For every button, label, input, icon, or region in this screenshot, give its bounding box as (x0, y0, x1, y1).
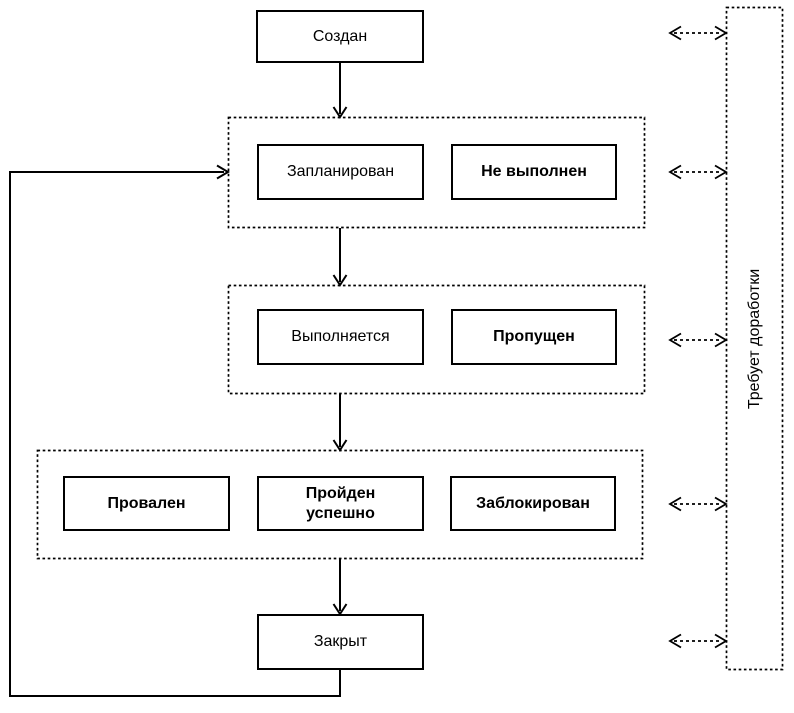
loop-closed-to-planned-group (9, 164, 341, 697)
state-box-in-progress: Выполняется (257, 309, 424, 365)
state-box-skipped: Пропущен (451, 309, 617, 365)
arrow-result-to-closed (332, 559, 348, 616)
state-label-passed: Пройден успешно (305, 484, 376, 522)
state-label-skipped: Пропущен (493, 328, 575, 345)
rework-panel-label: Требует доработки (746, 268, 763, 410)
state-label-in-progress: Выполняется (291, 328, 390, 345)
state-label-planned: Запланирован (286, 163, 395, 180)
state-label-closed: Закрыт (313, 633, 368, 650)
state-box-blocked: Заблокирован (450, 476, 616, 531)
rework-link-closed (668, 633, 728, 649)
state-label-blocked: Заблокирован (476, 494, 590, 512)
arrow-planned-to-executing-group (332, 228, 348, 287)
arrow-executing-to-result-group (332, 394, 348, 452)
rework-link-created (668, 25, 728, 41)
state-label-not-executed: Не выполнен (481, 163, 587, 180)
state-box-failed: Провален (63, 476, 230, 531)
rework-panel-outline (725, 6, 784, 671)
state-label-created: Создан (312, 27, 368, 45)
state-box-not-executed: Не выполнен (451, 144, 617, 200)
rework-link-result-group (668, 496, 728, 512)
state-box-closed: Закрыт (257, 614, 424, 670)
rework-link-executing-group (668, 332, 728, 348)
state-box-planned: Запланирован (257, 144, 424, 200)
rework-link-planned-group (668, 164, 728, 180)
group-outline-executing (227, 284, 646, 395)
state-box-passed: Пройден успешно (257, 476, 424, 531)
state-label-failed: Провален (107, 494, 186, 512)
arrow-created-to-planned-group (332, 63, 348, 119)
state-box-created: Создан (256, 10, 424, 63)
group-outline-planned (227, 116, 646, 229)
